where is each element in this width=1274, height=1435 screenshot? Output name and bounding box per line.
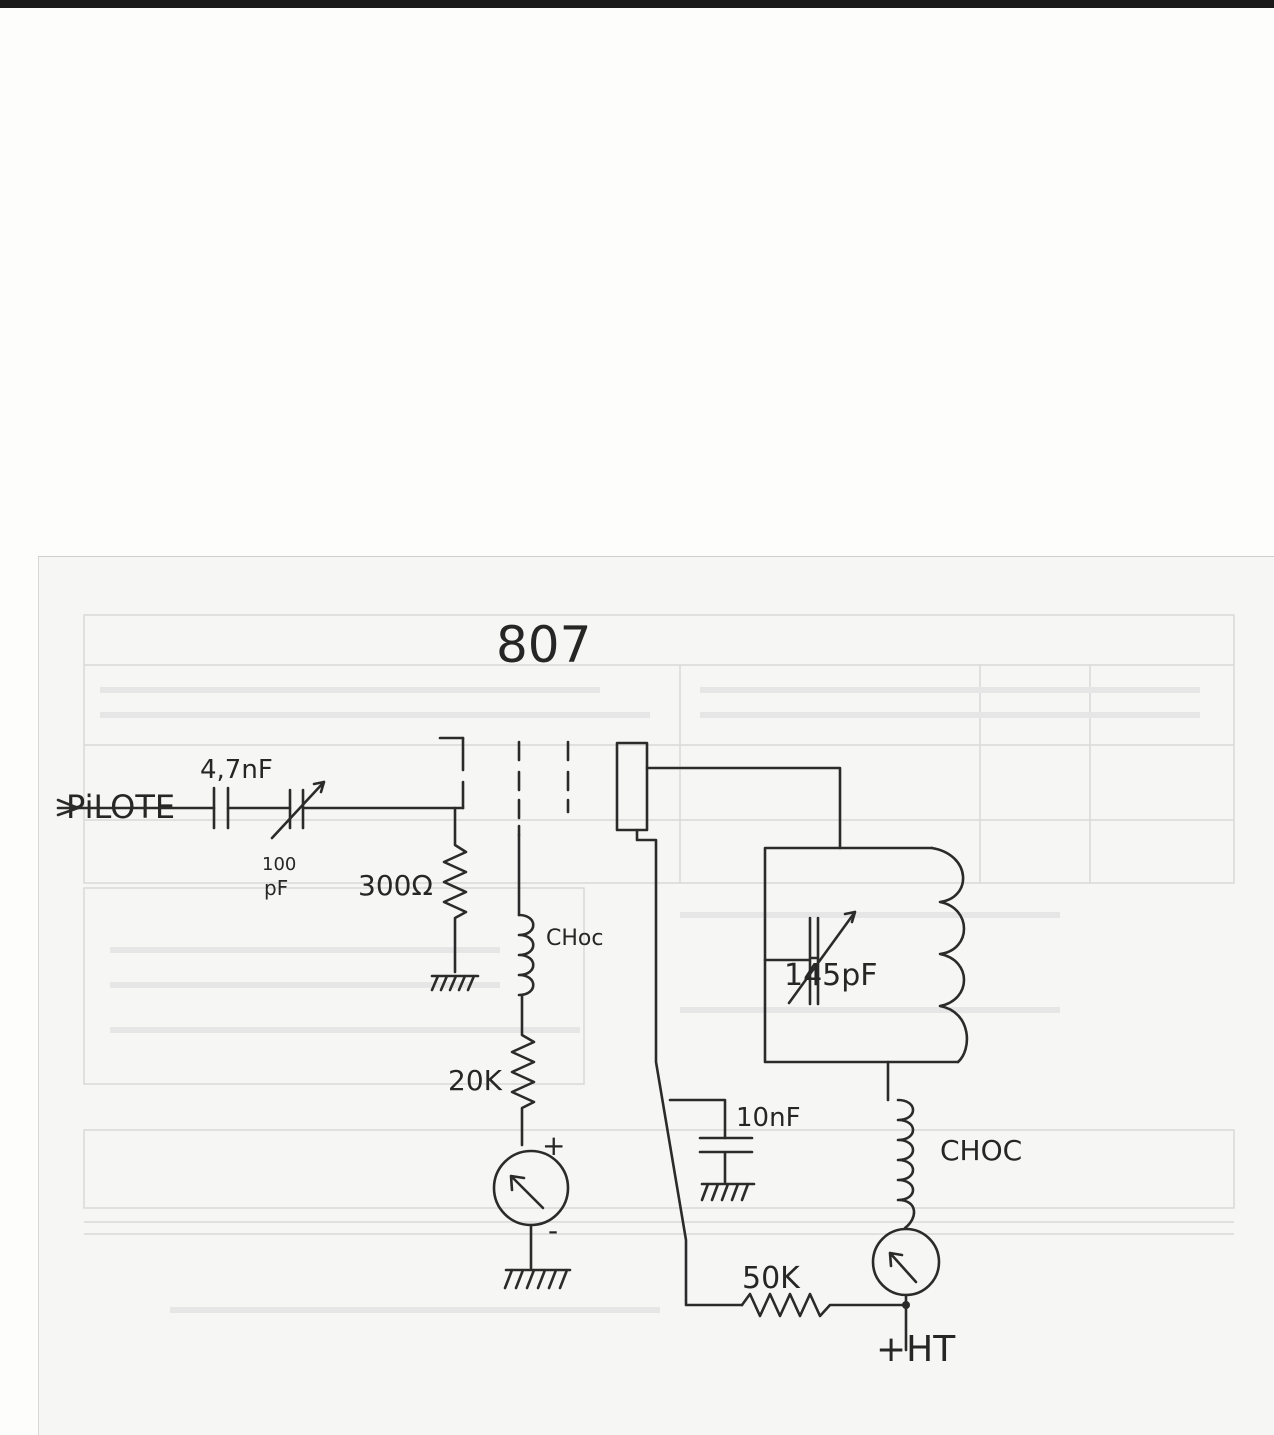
tank-capacitor-label: 145pF (784, 958, 878, 993)
supply-label: +HT (876, 1329, 956, 1370)
resistor-grid (442, 806, 468, 974)
meter-left-minus: - (548, 1214, 558, 1247)
choke-left (517, 913, 535, 997)
tank-coil (930, 846, 969, 1064)
bypass-wire (668, 1098, 727, 1140)
tube-label: 807 (496, 616, 591, 674)
capacitor-grid-unit: pF (264, 876, 288, 900)
resistor-screen (510, 993, 536, 1147)
tank-frame (763, 846, 960, 1064)
resistor-screen-label: 20K (448, 1064, 503, 1097)
meter-right (871, 1227, 941, 1297)
resistor-meter (740, 1292, 908, 1318)
ground-meter (503, 1268, 572, 1290)
ground-left (430, 974, 480, 992)
capacitor-grid-variable (270, 780, 326, 840)
choke-right-label: CHOC (940, 1134, 1022, 1167)
meter-left-plus: + (542, 1129, 565, 1162)
scan-top-edge (0, 0, 1274, 8)
choke-right (896, 1098, 916, 1230)
capacitor-grid-value: 100 (262, 854, 296, 875)
capacitor-input (212, 786, 230, 830)
tube-807-electrodes (438, 736, 649, 837)
resistor-meter-label: 50K (742, 1261, 801, 1296)
meter-left-needle (509, 1174, 545, 1210)
anode-top-wire (645, 766, 842, 850)
bypass-capacitor (698, 1136, 754, 1184)
choke-left-label: CHoc (546, 926, 603, 951)
bypass-capacitor-label: 10nF (736, 1103, 801, 1133)
ground-bypass (700, 1182, 756, 1202)
tank-variable-capacitor (763, 910, 857, 1006)
supply-node (902, 1301, 910, 1309)
anode-return-wire (635, 828, 744, 1307)
meter-right-needle (888, 1251, 918, 1284)
resistor-grid-label: 300Ω (358, 869, 433, 902)
capacitor-input-label: 4,7nF (200, 755, 273, 785)
anode-plate (615, 741, 649, 832)
